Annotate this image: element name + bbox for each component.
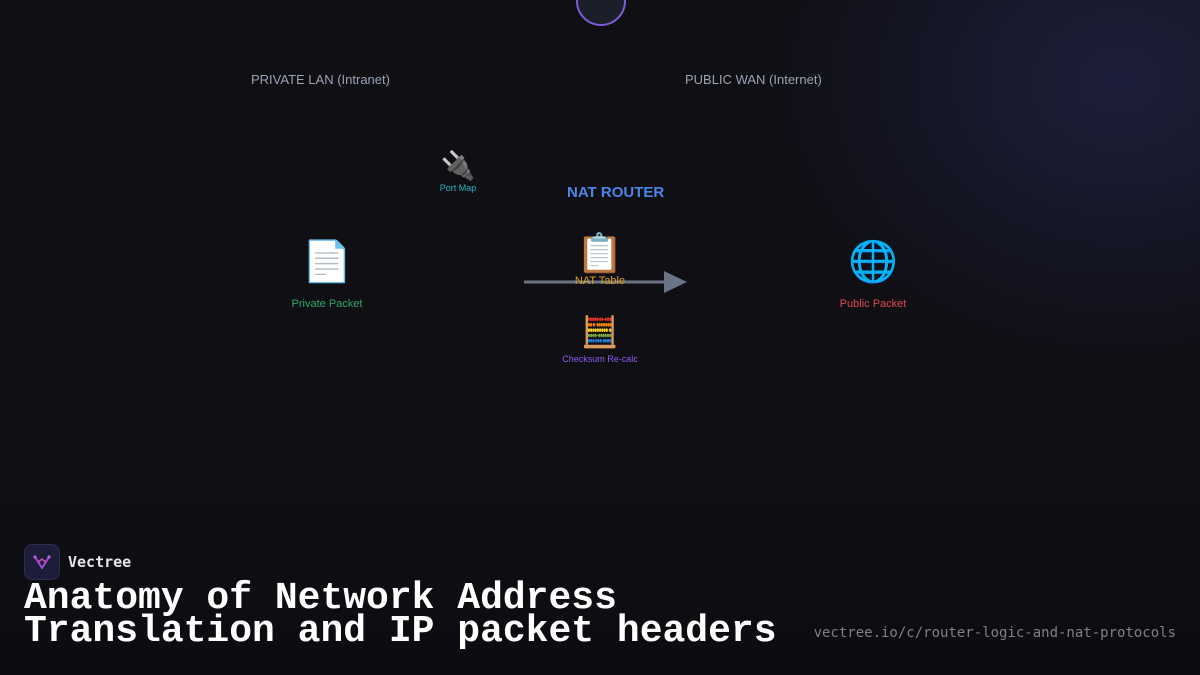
- page-title: Anatomy of Network Address Translation a…: [24, 577, 777, 653]
- nat-table-node: 📋 NAT Table: [565, 234, 635, 287]
- document-icon: 📄: [302, 239, 352, 285]
- flow-arrow: [524, 271, 687, 293]
- private-packet-node: 📄 Private Packet: [277, 242, 377, 310]
- public-packet-label: Public Packet: [839, 298, 907, 310]
- router-title: NAT ROUTER: [567, 184, 665, 201]
- wan-zone-label: PUBLIC WAN (Internet): [685, 72, 822, 87]
- source-url: vectree.io/c/router-logic-and-nat-protoc…: [813, 625, 1176, 641]
- private-packet-label: Private Packet: [291, 298, 363, 310]
- vectree-logo-icon: [24, 544, 60, 580]
- lan-zone-label: PRIVATE LAN (Intranet): [251, 72, 390, 87]
- globe-icon: 🌐: [848, 239, 898, 285]
- public-packet-node: 🌐 Public Packet: [823, 242, 923, 310]
- brand: Vectree: [24, 544, 131, 580]
- plug-icon: 🔌: [440, 149, 476, 182]
- brand-name: Vectree: [68, 553, 132, 571]
- port-map-label: Port Map: [439, 183, 477, 193]
- abacus-icon: 🧮: [581, 315, 619, 350]
- checksum-node: 🧮 Checksum Re-calc: [550, 315, 650, 365]
- nat-table-label: NAT Table: [574, 275, 626, 287]
- clipboard-icon: 📋: [576, 231, 624, 275]
- port-map-node: 🔌 Port Map: [428, 149, 488, 194]
- checksum-label: Checksum Re-calc: [562, 354, 638, 364]
